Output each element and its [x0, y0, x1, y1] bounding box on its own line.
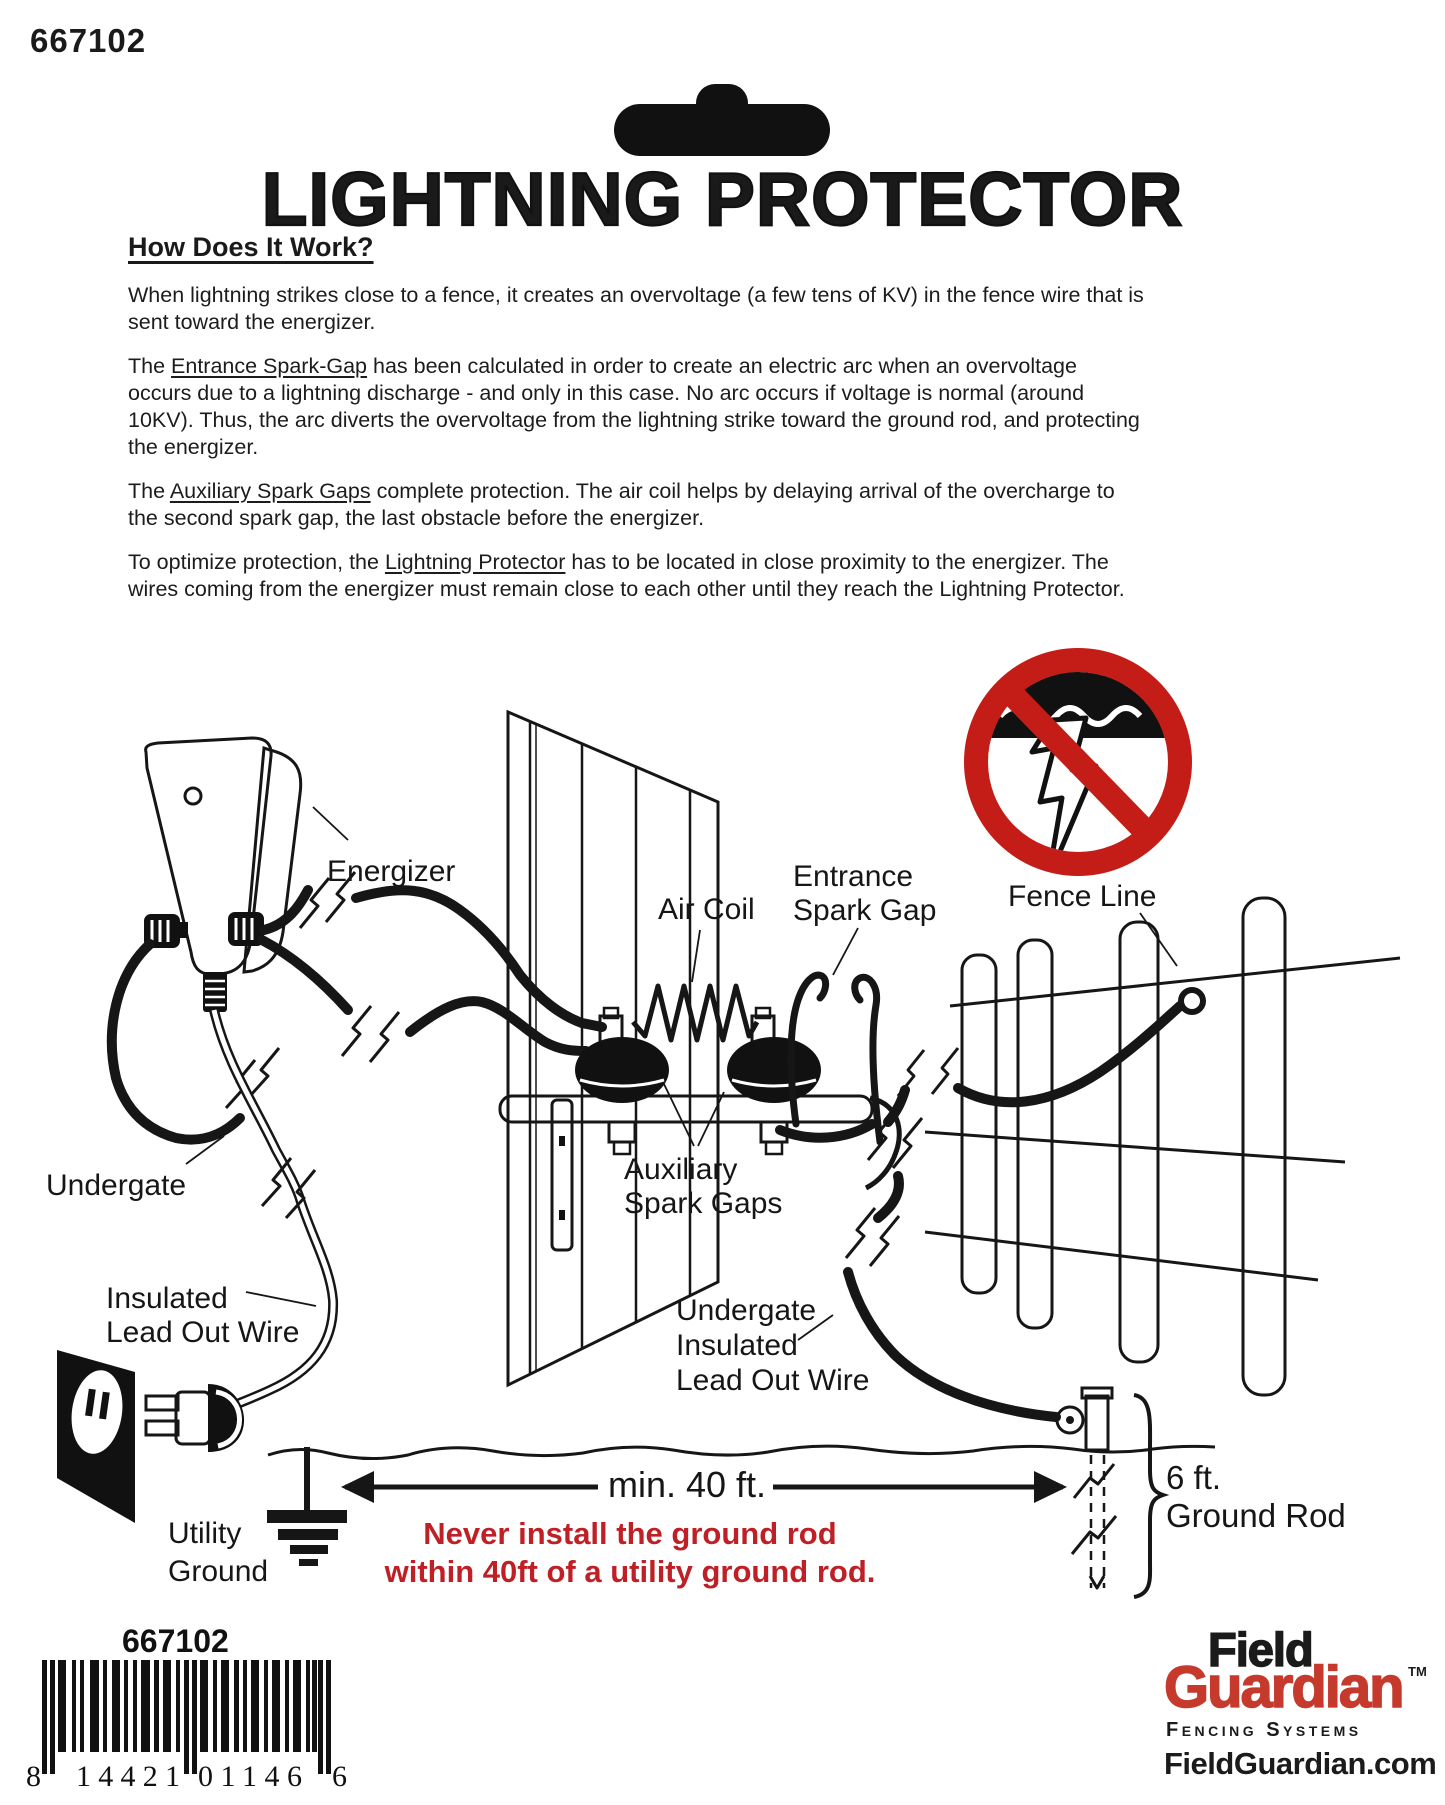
label-auxiliary-line2: Spark Gaps: [624, 1187, 782, 1220]
how-it-works-heading: How Does It Work?: [128, 232, 374, 262]
label-min-distance: min. 40 ft.: [608, 1464, 766, 1505]
energizer-to-protector-wires: [257, 871, 607, 1063]
leader-lines: [185, 806, 1178, 1341]
label-utility-line1: Utility: [168, 1517, 241, 1550]
ground-rod-illustration: [1055, 1386, 1170, 1599]
label-utility-line2: Ground: [168, 1555, 268, 1588]
logo-field-text: Field: [1207, 1622, 1314, 1677]
how-it-works-body: When lightning strikes close to a fence,…: [128, 282, 1144, 620]
air-coil-spring: [631, 983, 760, 1043]
fence-connection-wire: [883, 987, 1206, 1127]
power-plug-icon: [144, 1384, 245, 1452]
label-undergate-right-line2: Insulated: [676, 1329, 798, 1362]
paragraph-auxiliary-spark-gaps: The Auxiliary Spark Gaps complete protec…: [128, 479, 1115, 530]
insulated-lead-out-wire: [209, 1008, 339, 1411]
barcode-digit-right: 6: [332, 1760, 347, 1793]
lightning-bolt-shape: [1029, 715, 1099, 852]
label-undergate-right-line1: Undergate: [676, 1294, 816, 1327]
paragraph-optimize-protection: To optimize protection, the Lightning Pr…: [128, 550, 1125, 601]
label-energizer: Energizer: [327, 855, 455, 888]
warning-text-line1: Never install the ground rod: [423, 1516, 836, 1551]
label-ground-rod: Ground Rod: [1166, 1497, 1346, 1534]
energizer-illustration: [144, 736, 303, 1012]
logo-tagline: Fencing Systems: [1166, 1719, 1362, 1741]
product-number-bottom: 667102: [122, 1623, 229, 1659]
label-auxiliary-line1: Auxiliary: [624, 1153, 737, 1186]
hang-tab-icon: [614, 84, 830, 156]
logo-guardian-text: Guardian: [1163, 1654, 1405, 1721]
ground-line: [267, 1444, 1216, 1461]
terminal-knob-right: [228, 912, 264, 946]
lightning-protector-assembly: [498, 971, 902, 1252]
label-insulated-line1: Insulated: [106, 1282, 228, 1315]
paragraph-entrance-spark-gap: The Entrance Spark-Gap has been calculat…: [128, 354, 1140, 459]
barcode-digit-left: 8: [26, 1760, 41, 1793]
label-entrance-line2: Spark Gap: [793, 894, 936, 927]
bracket-bar: [498, 1094, 874, 1124]
undergate-wire-right: [775, 1109, 1061, 1422]
label-entrance-line1: Entrance: [793, 860, 913, 893]
label-undergate-right-line3: Lead Out Wire: [676, 1364, 869, 1397]
entrance-spark-gap-prongs: [787, 971, 884, 1146]
label-fence-line: Fence Line: [1008, 880, 1156, 913]
auxiliary-spark-gap-right: [727, 1006, 821, 1156]
warning-text-line2: within 40ft of a utility ground rod.: [384, 1554, 876, 1589]
no-lightning-icon: [964, 648, 1192, 876]
power-outlet-icon: [57, 1350, 135, 1523]
brace: [1133, 1393, 1170, 1599]
upc-barcode: 667102 8 14421 01146 6: [26, 1623, 347, 1793]
label-insulated-line2: Lead Out Wire: [106, 1316, 299, 1349]
label-rod-length: 6 ft.: [1166, 1459, 1221, 1496]
fence-posts: [960, 896, 1287, 1397]
power-cord-connector: [203, 972, 227, 1012]
label-undergate: Undergate: [46, 1169, 186, 1202]
barcode-bars: [42, 1660, 331, 1774]
min-distance-dimension: [341, 1471, 1067, 1503]
bracket-vertical: [550, 1098, 574, 1252]
page-title: LIGHTNING PROTECTOR: [260, 156, 1184, 242]
terminal-knob-left: [144, 914, 188, 948]
product-number-top: 667102: [30, 22, 147, 59]
barcode-digits-group1: 14421: [76, 1760, 180, 1793]
website-url: FieldGuardian.com: [1164, 1746, 1437, 1781]
paragraph-overvoltage: When lightning strikes close to a fence,…: [128, 283, 1144, 334]
earth-ground-icon: [267, 1447, 347, 1566]
trademark-symbol: TM: [1408, 1664, 1427, 1679]
barcode-digits-group2: 01146: [198, 1760, 302, 1793]
auxiliary-spark-gap-left: [575, 1006, 669, 1156]
label-air-coil: Air Coil: [658, 893, 755, 926]
mounting-hole: [183, 786, 203, 806]
